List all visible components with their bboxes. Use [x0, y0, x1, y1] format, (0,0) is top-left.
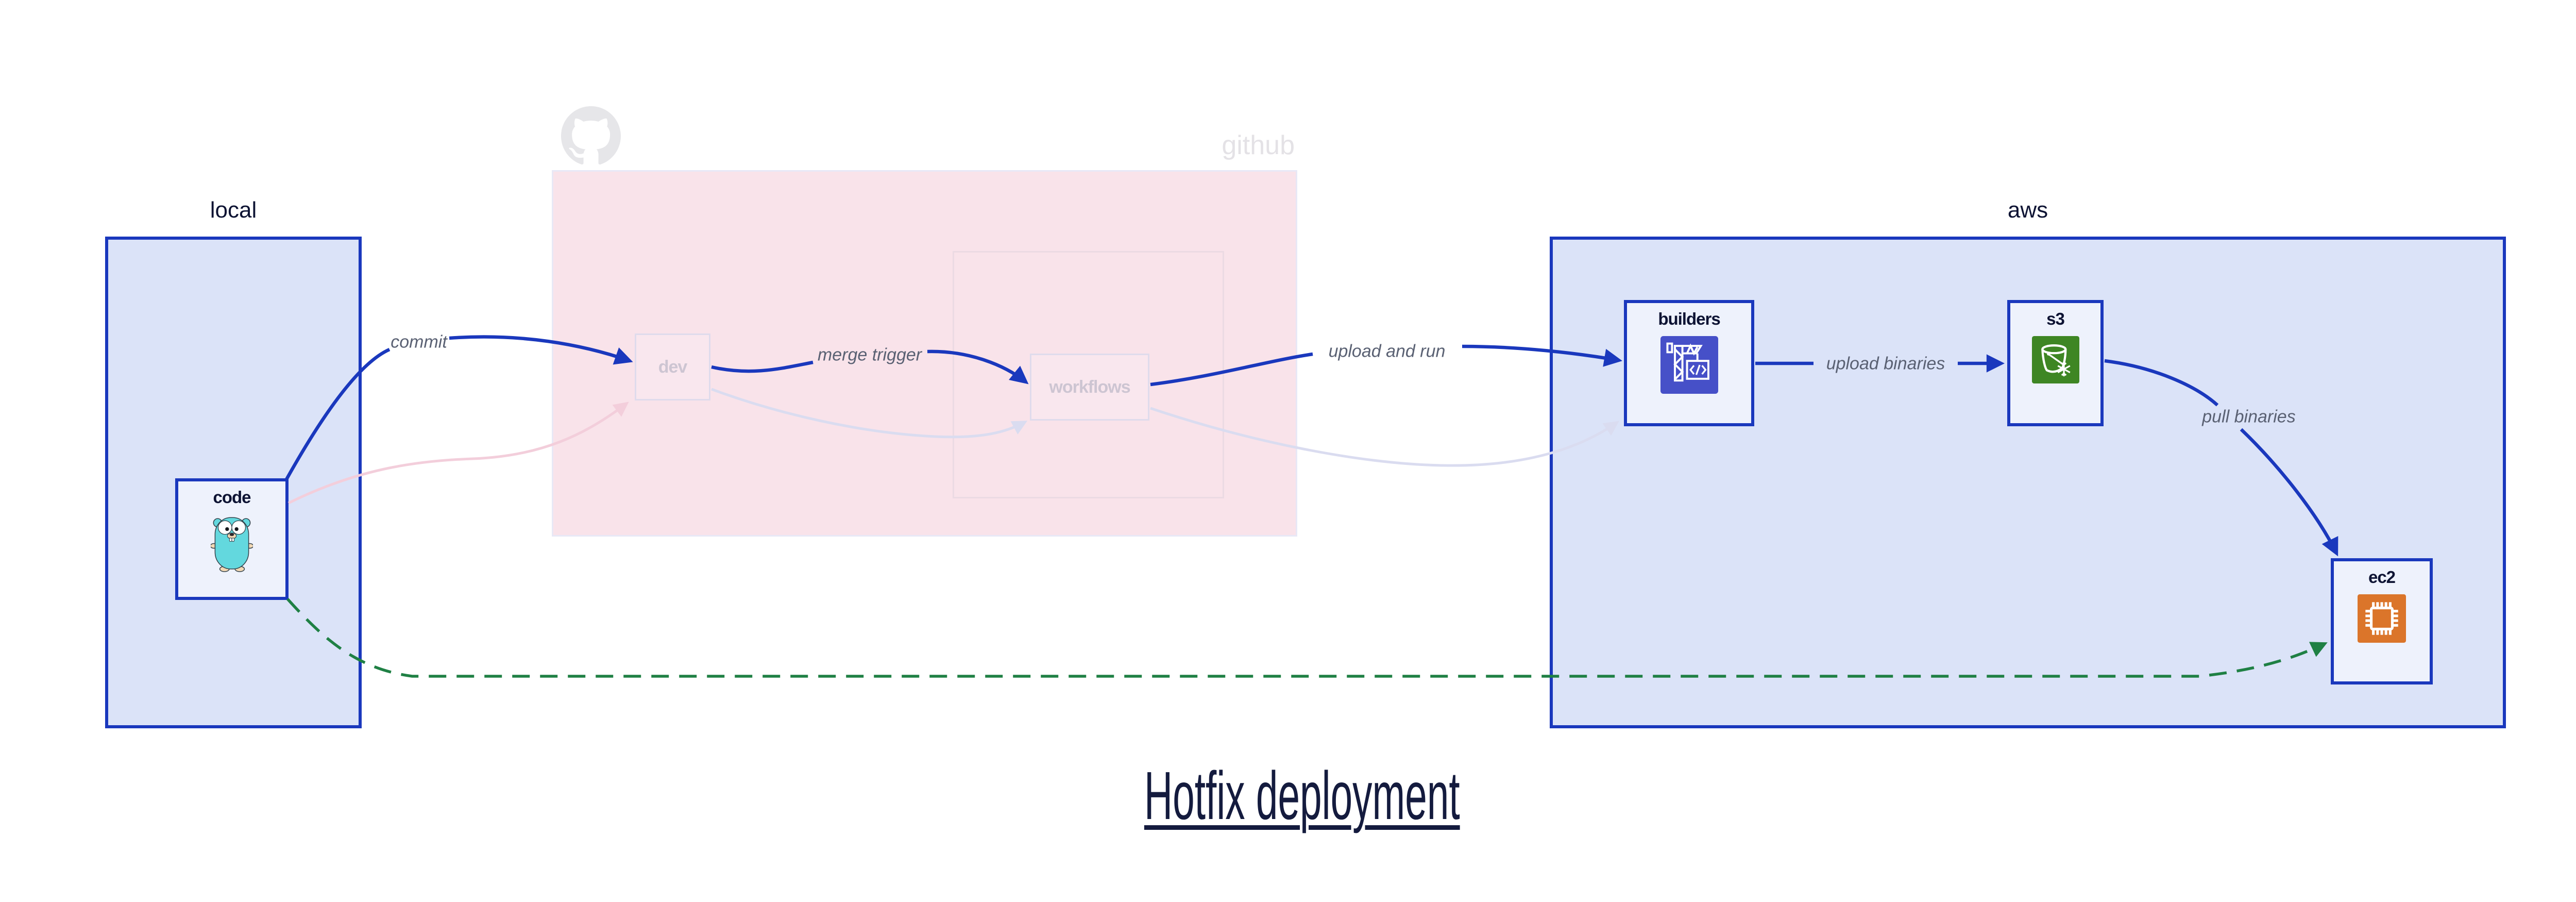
node-ec2-label: ec2: [2368, 567, 2396, 587]
node-builders-label: builders: [1658, 309, 1720, 328]
node-dev-label: dev: [658, 357, 688, 377]
node-builders: builders: [1624, 300, 1754, 426]
edge-label-pull-binaries: pull binaries: [2202, 407, 2296, 427]
edge-label-commit: commit: [391, 332, 447, 352]
diagram-title: Hotfix deployment: [1144, 758, 1460, 833]
node-s3-label: s3: [2046, 309, 2065, 328]
node-workflows: workflows: [1030, 354, 1149, 421]
node-workflows-label: workflows: [1049, 377, 1130, 397]
cluster-label-aws: aws: [2007, 197, 2048, 223]
s3-glacier-bucket-icon: [2031, 336, 2079, 383]
cluster-label-local: local: [210, 197, 257, 223]
node-code-label: code: [213, 488, 251, 507]
node-code: code: [175, 478, 289, 600]
edge-label-upload-binaries: upload binaries: [1826, 354, 1945, 374]
node-dev: dev: [635, 333, 710, 400]
diagram-title-row: Hotfix deployment: [0, 757, 2576, 834]
cluster-label-github: github: [1222, 130, 1295, 160]
ec2-chip-icon: [2358, 594, 2406, 643]
node-s3: s3: [2007, 300, 2104, 426]
go-gopher-icon: [211, 517, 253, 572]
codebuild-crane-icon: [1660, 336, 1718, 394]
github-octocat-icon: [561, 106, 621, 165]
edge-label-upload-and-run: upload and run: [1328, 341, 1446, 361]
node-ec2: ec2: [2331, 558, 2433, 684]
edge-label-merge-trigger: merge trigger: [817, 345, 922, 365]
